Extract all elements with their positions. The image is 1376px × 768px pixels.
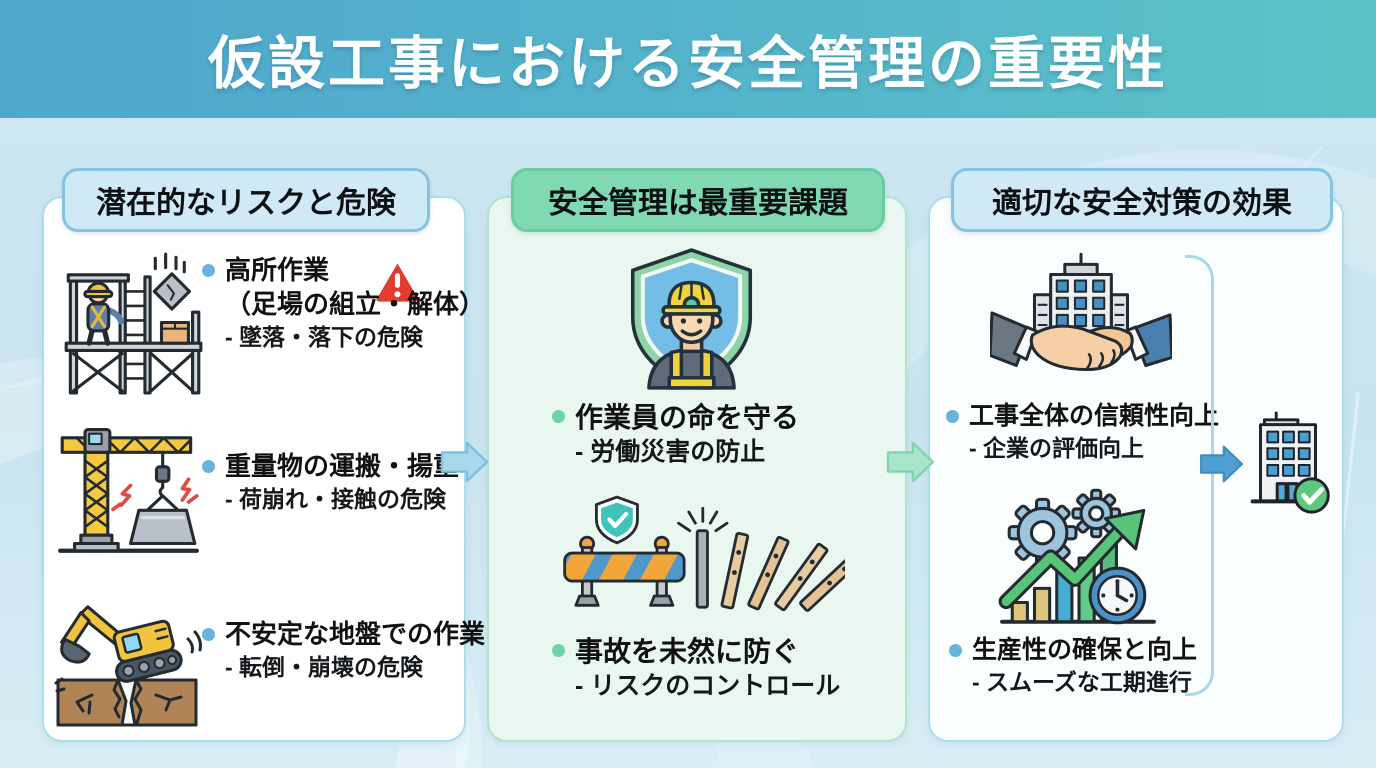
handshake-building-icon xyxy=(988,250,1174,392)
bullet-icon xyxy=(949,644,962,657)
risk-title: 重量物の運搬・揚重 xyxy=(225,451,460,481)
risk-item-heavy-lifting: 重量物の運搬・揚重 - 荷崩れ・接触の危険 xyxy=(202,450,459,515)
excavator-icon xyxy=(52,583,202,733)
bullet-icon xyxy=(202,628,215,641)
effect-item-productivity: 生産性の確保と向上 - スムーズな工期進行 xyxy=(949,634,1197,698)
risk-detail: - 転倒・崩壊の危険 xyxy=(225,653,424,680)
bullet-icon xyxy=(552,410,565,423)
arrow-right-icon xyxy=(886,440,936,484)
core-panel-header: 安全管理は最重要課題 xyxy=(511,168,885,232)
risk-item-unstable-ground: 不安定な地盤での作業 - 転倒・崩壊の危険 xyxy=(202,618,485,683)
productivity-icon xyxy=(992,480,1164,632)
barrier-domino-icon xyxy=(555,484,863,624)
tower-crane-icon xyxy=(56,413,201,558)
risk-detail: - 墜落・落下の危険 xyxy=(225,323,424,350)
core-item-protect-lives: 作業員の命を守る - 労働災害の防止 xyxy=(552,400,799,470)
worker-shield-icon xyxy=(609,244,774,396)
risk-subtitle: （足場の組立・解体） xyxy=(225,288,486,319)
effects-panel-header: 適切な安全対策の効果 xyxy=(951,168,1333,232)
risk-detail: - 荷崩れ・接触の危険 xyxy=(225,485,447,512)
bullet-icon xyxy=(202,460,215,473)
risk-item-height-work: 高所作業 （足場の組立・解体） - 墜落・落下の危険 xyxy=(202,254,485,353)
title-band: 仮設工事における安全管理の重要性 xyxy=(0,0,1376,118)
core-detail: - リスクのコントロール xyxy=(575,672,841,701)
scaffold-worker-icon xyxy=(60,250,205,395)
effect-detail: - 企業の評価向上 xyxy=(969,434,1145,461)
effect-title: 工事全体の信頼性向上 xyxy=(969,402,1220,430)
warning-triangle-icon xyxy=(374,260,421,304)
core-panel: 作業員の命を守る - 労働災害の防止 xyxy=(487,196,907,742)
core-detail: - 労働災害の防止 xyxy=(575,438,766,467)
core-title: 作業員の命を守る xyxy=(575,402,800,433)
effect-detail: - スムーズな工期進行 xyxy=(972,668,1192,695)
bullet-icon xyxy=(202,264,215,277)
bullet-icon xyxy=(946,410,959,423)
certified-building-icon xyxy=(1238,408,1338,521)
risk-title: 不安定な地盤での作業 xyxy=(225,619,486,649)
risk-title: 高所作業 xyxy=(225,255,330,285)
arrow-right-icon xyxy=(440,440,490,484)
core-title: 事故を未然に防ぐ xyxy=(575,636,800,667)
effect-item-reliability: 工事全体の信頼性向上 - 企業の評価向上 xyxy=(946,400,1219,464)
effects-panel: 工事全体の信頼性向上 - 企業の評価向上 xyxy=(928,196,1344,742)
effect-title: 生産性の確保と向上 xyxy=(972,636,1198,664)
arrow-right-icon xyxy=(1200,444,1244,484)
page-title: 仮設工事における安全管理の重要性 xyxy=(208,32,1168,96)
core-item-prevent-accidents: 事故を未然に防ぐ - リスクのコントロール xyxy=(552,634,840,704)
risks-panel: 高所作業 （足場の組立・解体） - 墜落・落下の危険 xyxy=(42,196,485,742)
bullet-icon xyxy=(552,644,565,657)
risks-panel-header: 潜在的なリスクと危険 xyxy=(62,168,430,232)
